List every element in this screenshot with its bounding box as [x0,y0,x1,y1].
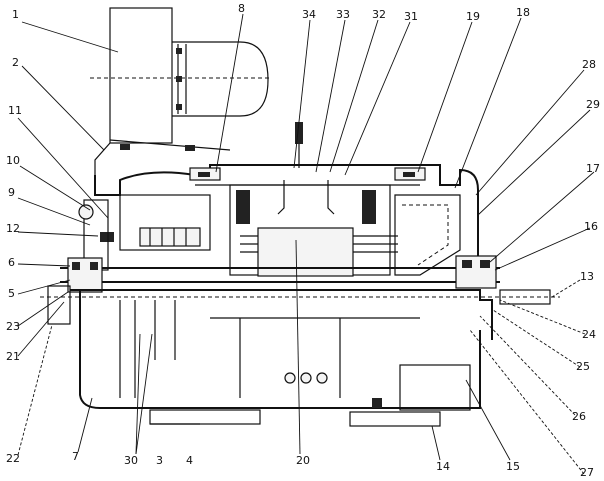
callout-12: 12 [6,222,20,235]
callout-20: 20 [296,454,310,467]
callout-10: 10 [6,154,20,167]
fan-cover-right [394,194,461,276]
callout-33: 33 [336,8,350,21]
callout-7: 7 [72,450,79,463]
end-shield-left [78,194,211,271]
callout-27: 27 [580,466,594,479]
callout-23: 23 [6,320,20,333]
callout-11: 11 [8,104,22,117]
callout-24: 24 [582,328,596,341]
shaft-and-bearings [40,255,560,325]
base-plate [149,409,441,427]
callout-1: 1 [12,8,19,21]
callout-22: 22 [6,452,20,465]
callout-32: 32 [372,8,386,21]
callout-13: 13 [580,270,594,283]
callout-4: 4 [186,454,193,467]
top-mounted-unit [90,7,270,175]
callout-26: 26 [572,410,586,423]
callout-19: 19 [466,10,480,23]
callout-14: 14 [436,460,450,473]
callout-8: 8 [238,2,245,15]
callout-29: 29 [586,98,600,111]
callout-18: 18 [516,6,530,19]
callout-6: 6 [8,256,15,269]
callout-labels: 1 2 8 34 33 32 31 19 18 28 29 11 10 9 12… [6,2,600,479]
callout-15: 15 [506,460,520,473]
callout-25: 25 [576,360,590,373]
callout-31: 31 [404,10,418,23]
callout-3: 3 [156,454,163,467]
callout-28: 28 [582,58,596,71]
leader-lines [17,13,595,475]
stator-rotor-core [229,180,398,277]
callout-21: 21 [6,350,20,363]
callout-30: 30 [124,454,138,467]
callout-17: 17 [586,162,600,175]
callout-5: 5 [8,287,15,300]
callout-9: 9 [8,186,15,199]
main-frame [70,289,493,411]
callout-34: 34 [302,8,316,21]
callout-2: 2 [12,56,19,69]
callout-16: 16 [584,220,598,233]
